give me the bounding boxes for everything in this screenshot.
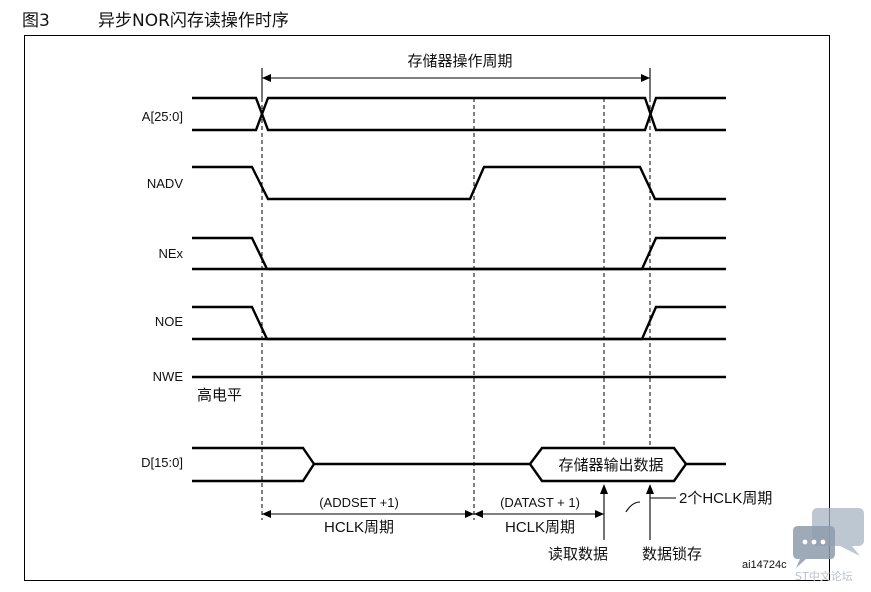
signal-label-nadv: NADV (147, 176, 183, 191)
addset-label: (ADDSET +1) (319, 495, 399, 510)
figure-number: 图3 (22, 11, 50, 31)
waveform-nadv (192, 165, 726, 201)
nwe-high-label: 高电平 (197, 386, 242, 404)
signal-label-nwe: NWE (153, 369, 184, 384)
waveform-address (192, 96, 726, 132)
addset-unit-label: HCLK周期 (324, 519, 394, 536)
signal-label-address: A[25:0] (142, 109, 183, 124)
read-data-label: 读取数据 (548, 545, 608, 563)
memory-cycle-arrow (261, 68, 651, 98)
signal-label-nex: NEx (158, 246, 183, 261)
waveform-data (192, 446, 726, 483)
timing-markers (261, 98, 651, 520)
datast-unit-label: HCLK周期 (505, 519, 575, 536)
memory-cycle-label: 存储器操作周期 (407, 52, 512, 70)
watermark-text: ST中文论坛 (795, 569, 853, 583)
waveform-nex (192, 236, 726, 271)
data-output-label: 存储器输出数据 (558, 456, 663, 474)
addset-span-arrow (262, 510, 474, 518)
read-data-arrow (600, 484, 608, 540)
waveform-noe (192, 305, 726, 341)
diagram-frame (24, 35, 830, 581)
signal-label-noe: NOE (155, 314, 184, 329)
figure-title: 异步NOR闪存读操作时序 (98, 11, 289, 31)
two-hclk-callout (625, 497, 676, 513)
datast-span-arrow (474, 510, 604, 518)
reference-code: ai14724c (742, 559, 787, 571)
signal-label-data: D[15:0] (141, 455, 183, 470)
data-latch-label: 数据锁存 (642, 545, 702, 563)
two-hclk-label: 2个HCLK周期 (679, 490, 772, 507)
data-latch-arrow (646, 484, 654, 540)
forum-logo-icon (793, 508, 864, 568)
datast-label: (DATAST + 1) (500, 495, 580, 510)
